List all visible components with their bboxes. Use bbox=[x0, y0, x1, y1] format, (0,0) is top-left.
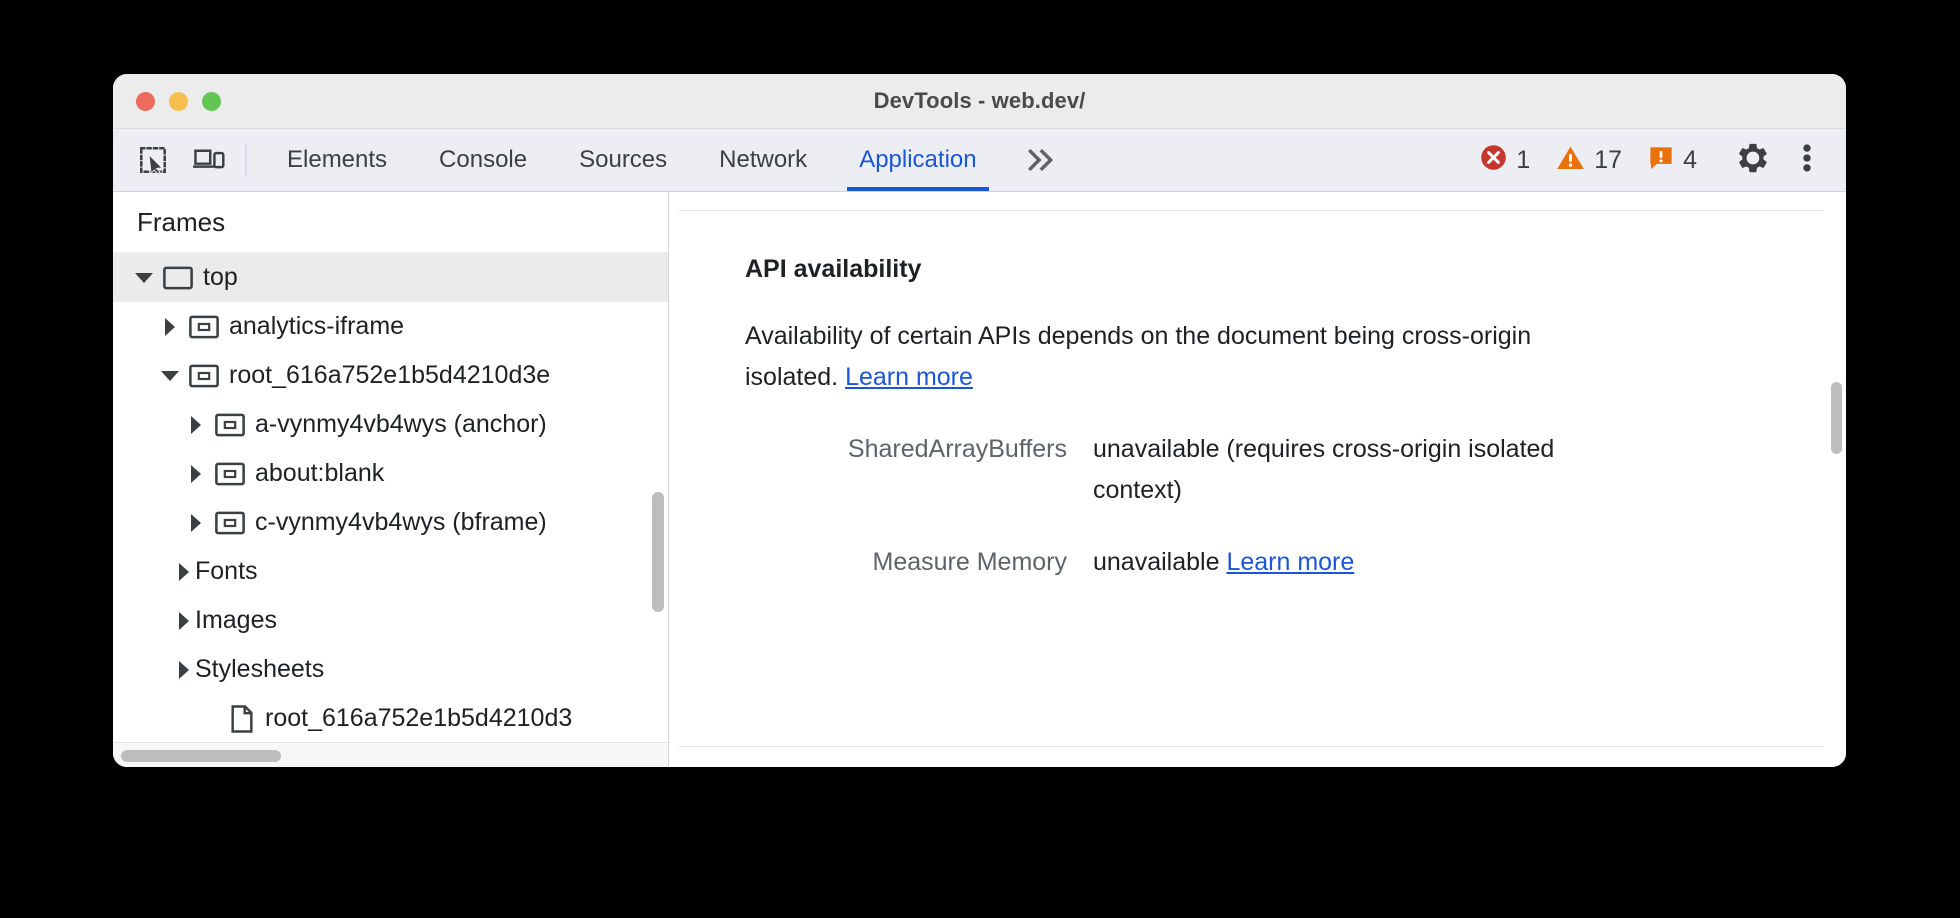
tree-item-label: Stylesheets bbox=[195, 655, 325, 683]
kebab-menu-icon bbox=[1802, 141, 1812, 180]
tree-item-c-vynmy4vb4wys[interactable]: c-vynmy4vb4wys (bframe) bbox=[113, 498, 668, 547]
tree-item-analytics-iframe[interactable]: analytics-iframe bbox=[113, 302, 668, 351]
tree-item-a-vynmy4vb4wys[interactable]: a-vynmy4vb4wys (anchor) bbox=[113, 400, 668, 449]
error-icon bbox=[1480, 144, 1507, 176]
tree-item-root-frame[interactable]: root_616a752e1b5d4210d3e bbox=[113, 351, 668, 400]
tree-item-label: analytics-iframe bbox=[229, 312, 405, 340]
warning-count: 17 bbox=[1594, 145, 1623, 174]
section-title-api-availability: API availability bbox=[745, 255, 922, 283]
row-shared-array-buffers: SharedArrayBuffers unavailable (requires… bbox=[745, 429, 1824, 510]
tab-application[interactable]: Application bbox=[833, 129, 1002, 191]
iframe-icon bbox=[215, 511, 245, 535]
close-window-button[interactable] bbox=[136, 91, 155, 111]
chevron-right-icon[interactable] bbox=[173, 610, 195, 632]
minimize-window-button[interactable] bbox=[169, 91, 188, 111]
tree-item-top[interactable]: top bbox=[113, 253, 668, 302]
frame-icon bbox=[163, 266, 193, 290]
tab-sources[interactable]: Sources bbox=[579, 146, 668, 173]
window-titlebar: DevTools - web.dev/ bbox=[113, 74, 1846, 129]
tree-item-label: a-vynmy4vb4wys (anchor) bbox=[255, 410, 547, 438]
device-toolbar-icon[interactable] bbox=[187, 138, 231, 182]
frames-tree: top analytics-iframe bbox=[113, 253, 668, 743]
application-main-panel: API availability Availability of certain… bbox=[669, 192, 1846, 767]
tree-item-root-document[interactable]: root_616a752e1b5d4210d3 bbox=[113, 694, 668, 743]
no-chevron-icon bbox=[199, 708, 221, 730]
iframe-icon bbox=[215, 413, 245, 437]
description-text: Availability of certain APIs depends on … bbox=[745, 322, 1532, 391]
chevron-right-icon[interactable] bbox=[173, 561, 195, 583]
tree-item-label: Images bbox=[195, 606, 277, 634]
devtools-body: Frames top bbox=[113, 192, 1846, 767]
toolbar-right-cluster: 1 17 bbox=[1467, 129, 1846, 191]
info-badge[interactable]: 4 bbox=[1635, 129, 1710, 191]
chevron-right-icon[interactable] bbox=[185, 414, 207, 436]
row-value: unavailable (requires cross-origin isola… bbox=[1093, 435, 1555, 504]
chevron-right-icon[interactable] bbox=[185, 463, 207, 485]
sidebar-vertical-scrollbar[interactable] bbox=[652, 492, 664, 612]
warning-icon bbox=[1556, 144, 1585, 176]
document-icon bbox=[229, 704, 255, 733]
info-count: 4 bbox=[1683, 145, 1697, 174]
warning-badge[interactable]: 17 bbox=[1543, 129, 1635, 191]
tree-item-label: root_616a752e1b5d4210d3 bbox=[265, 704, 573, 732]
more-options-button[interactable] bbox=[1786, 141, 1828, 180]
devtools-window: DevTools - web.dev/ Elements Cons bbox=[113, 74, 1846, 767]
main-vertical-scrollbar[interactable] bbox=[1831, 382, 1842, 454]
toolbar-divider bbox=[245, 143, 247, 177]
sidebar-horizontal-scrollbar[interactable] bbox=[121, 750, 281, 762]
sidebar-header-frames: Frames bbox=[113, 192, 668, 253]
chevron-down-icon[interactable] bbox=[133, 267, 155, 289]
chevron-right-icon[interactable] bbox=[185, 512, 207, 534]
tree-item-label: root_616a752e1b5d4210d3e bbox=[229, 361, 551, 389]
maximize-window-button[interactable] bbox=[202, 91, 221, 111]
chevron-right-icon[interactable] bbox=[159, 316, 181, 338]
tree-item-label: c-vynmy4vb4wys (bframe) bbox=[255, 508, 547, 536]
settings-button[interactable] bbox=[1710, 141, 1786, 180]
learn-more-link-measure-memory[interactable]: Learn more bbox=[1226, 548, 1355, 576]
chevron-right-icon[interactable] bbox=[173, 659, 195, 681]
gear-icon bbox=[1736, 141, 1770, 180]
tree-item-fonts[interactable]: Fonts bbox=[113, 547, 668, 596]
tree-item-label: about:blank bbox=[255, 459, 385, 487]
inspect-element-icon[interactable] bbox=[131, 138, 175, 182]
tab-network[interactable]: Network bbox=[719, 146, 808, 173]
tree-item-label: Fonts bbox=[195, 557, 258, 585]
api-availability-panel: API availability Availability of certain… bbox=[679, 210, 1824, 747]
row-value-text: unavailable bbox=[1093, 548, 1227, 576]
application-sidebar: Frames top bbox=[113, 192, 669, 767]
traffic-lights bbox=[136, 91, 221, 111]
panel-tabs: Elements Console Sources Network Applica… bbox=[261, 129, 1003, 191]
more-tabs-icon[interactable] bbox=[1003, 129, 1081, 191]
learn-more-link-description[interactable]: Learn more bbox=[845, 362, 973, 391]
row-value: unavailable Learn more bbox=[1093, 542, 1354, 583]
devtools-toolbar: Elements Console Sources Network Applica… bbox=[113, 129, 1846, 192]
tree-item-images[interactable]: Images bbox=[113, 596, 668, 645]
api-availability-description: Availability of certain APIs depends on … bbox=[745, 316, 1600, 397]
row-measure-memory: Measure Memory unavailable Learn more bbox=[745, 542, 1824, 583]
issue-icon bbox=[1648, 145, 1674, 176]
error-count: 1 bbox=[1516, 145, 1531, 174]
tree-item-label: top bbox=[203, 263, 238, 291]
tree-item-stylesheets[interactable]: Stylesheets bbox=[113, 645, 668, 694]
tab-console[interactable]: Console bbox=[439, 146, 528, 173]
iframe-icon bbox=[189, 315, 219, 339]
row-key: Measure Memory bbox=[872, 548, 1068, 576]
error-badge[interactable]: 1 bbox=[1467, 129, 1543, 191]
tab-elements[interactable]: Elements bbox=[287, 146, 388, 173]
iframe-icon bbox=[189, 364, 219, 388]
row-key: SharedArrayBuffers bbox=[847, 435, 1067, 463]
chevron-down-icon[interactable] bbox=[159, 365, 181, 387]
tree-item-about-blank[interactable]: about:blank bbox=[113, 449, 668, 498]
window-title: DevTools - web.dev/ bbox=[873, 88, 1086, 113]
iframe-icon bbox=[215, 462, 245, 486]
